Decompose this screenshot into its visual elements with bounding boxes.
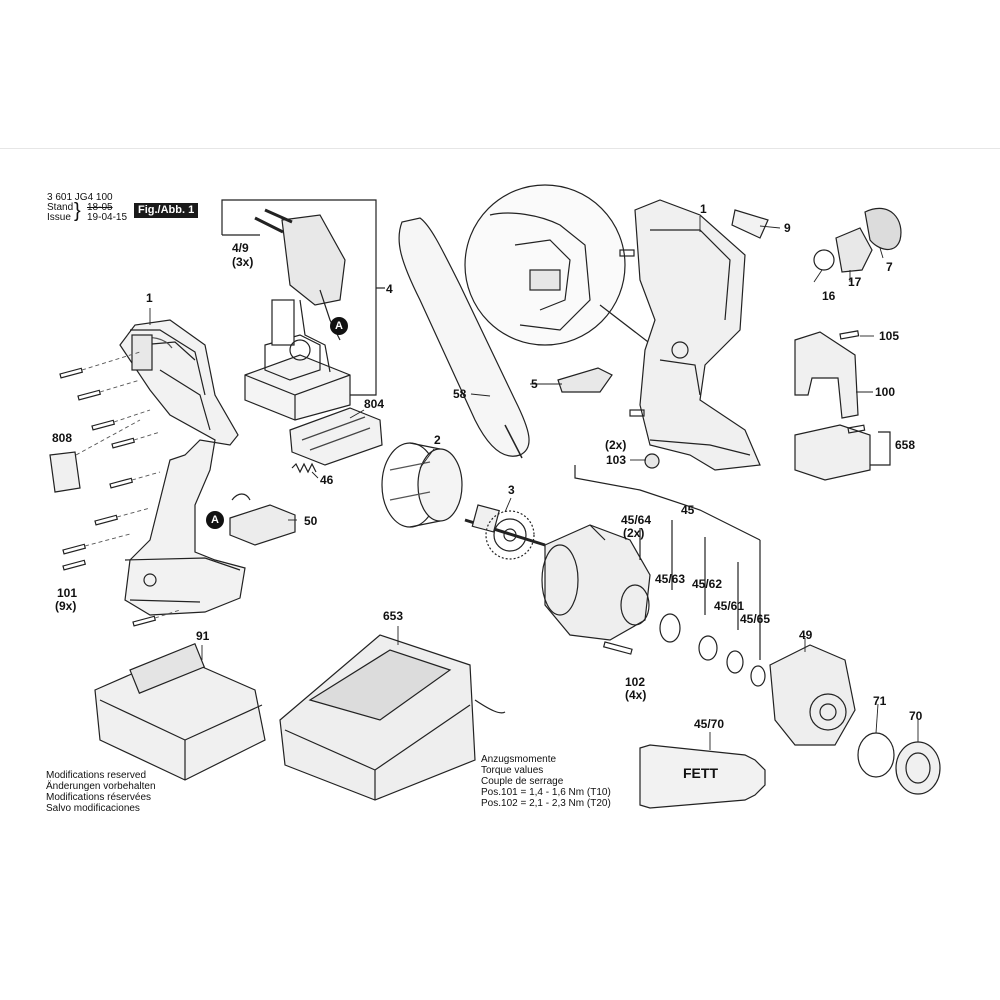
callout-70: 70: [909, 709, 923, 723]
callout-658: 658: [895, 438, 916, 452]
modifications-fr: Modifications réservées: [46, 792, 152, 803]
callout-91: 91: [196, 629, 210, 643]
callout-100: 100: [875, 385, 896, 399]
callout-9: 9: [784, 221, 791, 235]
stand-date: 18-05: [87, 202, 113, 213]
spring-46: [291, 462, 317, 474]
charger-653: [279, 634, 506, 801]
callout-2x-103: (2x): [605, 438, 627, 452]
brace-glyph: }: [74, 200, 81, 222]
label-9-shape: [731, 209, 769, 239]
callout-101: 101: [57, 586, 78, 600]
callout-4: 4: [386, 282, 393, 296]
housing-left-shell: [119, 319, 246, 616]
callout-46: 46: [320, 473, 334, 487]
plate-804: [289, 407, 383, 466]
callout-45-70: 45/70: [694, 717, 725, 731]
part-5: [557, 367, 613, 393]
callout-4-9: 4/9: [232, 241, 249, 255]
callout-804: 804: [364, 397, 385, 411]
part-17: [835, 227, 873, 273]
callout-653: 653: [383, 609, 404, 623]
callout-45-65: 45/65: [740, 612, 771, 626]
callout-45-61: 45/61: [714, 599, 745, 613]
figure-badge: Fig./Abb. 1: [134, 203, 199, 218]
callout-17: 17: [848, 275, 862, 289]
gear-housing-45: [541, 524, 651, 641]
callout-1-left: 1: [146, 291, 153, 305]
leader-lines: [149, 216, 919, 750]
disc-16: [813, 249, 835, 271]
grease-tube: [639, 744, 766, 809]
modifications-en: Modifications reserved: [46, 770, 147, 781]
callout-3x: (3x): [232, 255, 254, 269]
torque-title-en: Torque values: [481, 765, 544, 776]
callout-103: 103: [606, 453, 627, 467]
issue-date: 19-04-15: [87, 212, 128, 223]
part-number: 3 601 JG4 100: [47, 192, 113, 203]
callout-50: 50: [304, 514, 318, 528]
grease-tube-label: FETT: [683, 765, 718, 781]
callout-45-63: 45/63: [655, 572, 686, 586]
issue-label: Issue: [47, 212, 71, 223]
torque-pos-102: Pos.102 = 2,1 - 2,3 Nm (T20): [481, 798, 611, 809]
stand-label: Stand: [47, 202, 74, 213]
battery-91: [94, 642, 266, 781]
screw-guide-lines: [81, 351, 181, 619]
screw-105: [839, 330, 860, 340]
callout-5: 5: [531, 377, 538, 391]
housing-right-shell: [619, 199, 761, 471]
callout-9x: (9x): [55, 599, 77, 613]
ring-71: [857, 732, 895, 778]
ring-45-62: [698, 635, 718, 661]
clip-658: [794, 424, 871, 481]
nose-49: [769, 644, 856, 746]
modifications-es: Salvo modificaciones: [46, 803, 140, 814]
callout-808: 808: [52, 431, 73, 445]
marker-a-upper: A: [330, 317, 348, 335]
screw-102: [602, 641, 633, 655]
switch-assembly: [244, 208, 351, 421]
marker-a-lower: A: [206, 511, 224, 529]
callout-45-62: 45/62: [692, 577, 723, 591]
callout-49: 49: [799, 628, 813, 642]
rotor-3: [464, 504, 546, 560]
callout-2: 2: [434, 433, 441, 447]
part-7: [864, 207, 902, 250]
callout-58: 58: [453, 387, 467, 401]
screws-101: [59, 367, 157, 627]
callout-1-right: 1: [700, 202, 707, 216]
header-divider: [0, 148, 1000, 149]
ring-45-65: [750, 665, 766, 687]
callout-16: 16: [822, 289, 836, 303]
part-50: [229, 504, 296, 546]
callout-4x: (4x): [625, 688, 647, 702]
nut-103: [644, 453, 660, 469]
torque-pos-101: Pos.101 = 1,4 - 1,6 Nm (T10): [481, 787, 611, 798]
callout-45-64: 45/64: [621, 513, 652, 527]
cap-70: [895, 741, 941, 795]
modifications-de: Änderungen vorbehalten: [46, 781, 156, 792]
ring-45-63: [659, 613, 681, 643]
bracket-100: [794, 331, 859, 419]
detail-magnifier: [464, 184, 653, 346]
label-808-shape: [49, 451, 81, 493]
callout-71: 71: [873, 694, 887, 708]
callout-45: 45: [681, 503, 695, 517]
callout-2x-45-64: (2x): [623, 526, 645, 540]
callout-3: 3: [508, 483, 515, 497]
callout-7: 7: [886, 260, 893, 274]
callout-105: 105: [879, 329, 900, 343]
ring-45-61: [726, 650, 744, 674]
torque-title-de: Anzugsmomente: [481, 754, 557, 765]
torque-title-fr: Couple de serrage: [481, 776, 564, 787]
callout-102: 102: [625, 675, 646, 689]
stator-2: [381, 442, 463, 528]
